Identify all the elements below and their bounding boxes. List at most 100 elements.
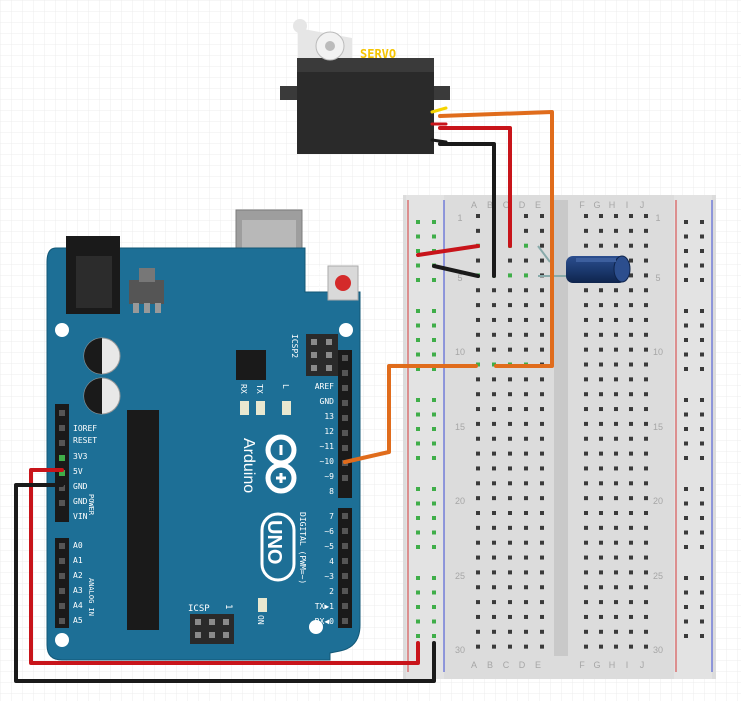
- breadboard-hole: [644, 525, 648, 530]
- breadboard-hole: [432, 590, 436, 595]
- row-number: 5: [655, 273, 660, 283]
- pin-label-0: RX◀0: [315, 617, 334, 626]
- breadboard-hole: [416, 516, 420, 520]
- breadboard-hole: [508, 540, 512, 545]
- header-pin: [59, 558, 65, 564]
- breadboard-hole: [540, 347, 544, 352]
- breadboard-hole: [492, 629, 496, 634]
- col-letter: C: [503, 200, 510, 210]
- row-number: 1: [457, 213, 462, 223]
- breadboard-hole: [540, 436, 544, 441]
- breadboard-holes: [416, 214, 704, 649]
- breadboard-hole: [476, 585, 480, 590]
- power-jack-inner: [76, 256, 112, 308]
- breadboard-hole: [584, 288, 588, 293]
- breadboard-hole: [644, 214, 648, 218]
- breadboard-hole: [614, 214, 618, 218]
- col-letter: D: [519, 660, 526, 670]
- breadboard-hole: [644, 466, 648, 471]
- breadboard-hole: [584, 644, 588, 649]
- breadboard-hole: [644, 481, 648, 486]
- breadboard-hole: [416, 427, 420, 431]
- wire-servo-ground: [438, 142, 496, 278]
- breadboard-hole: [599, 288, 603, 293]
- header-pin: [59, 410, 65, 416]
- breadboard-hole: [540, 303, 544, 308]
- breadboard-hole: [492, 540, 496, 545]
- breadboard-hole: [584, 496, 588, 501]
- breadboard-hole: [524, 511, 528, 515]
- col-letter: B: [487, 200, 493, 210]
- breadboard-hole: [524, 303, 528, 308]
- breadboard-hole: [629, 629, 633, 634]
- breadboard-hole: [540, 421, 544, 426]
- power-pin-labels: IOREF RESET 3V3 5V GND GND VIN: [73, 424, 97, 521]
- breadboard-hole: [508, 421, 512, 426]
- breadboard-hole: [629, 332, 633, 337]
- breadboard-hole: [684, 501, 688, 506]
- breadboard-hole: [508, 629, 512, 634]
- breadboard-hole: [524, 377, 528, 382]
- breadboard-hole: [700, 278, 704, 282]
- header-pin: [342, 355, 348, 361]
- breadboard-hole: [684, 398, 688, 402]
- breadboard-hole: [524, 629, 528, 634]
- breadboard-hole: [614, 644, 618, 649]
- breadboard-hole: [432, 576, 436, 580]
- header-pin: [342, 618, 348, 624]
- pin-label-aref: AREF: [315, 382, 334, 391]
- breadboard-hole: [684, 234, 688, 239]
- electrolytic-capacitor: [537, 245, 631, 283]
- center-channel: [554, 200, 568, 656]
- breadboard-hole: [684, 530, 688, 535]
- breadboard-hole: [416, 263, 420, 268]
- breadboard-hole: [416, 249, 420, 253]
- breadboard-hole: [508, 303, 512, 308]
- row-number: 10: [455, 347, 465, 357]
- breadboard-hole: [700, 456, 704, 460]
- breadboard-hole: [476, 511, 480, 515]
- pin-label-9: ~9: [324, 472, 334, 481]
- breadboard-hole: [492, 332, 496, 337]
- breadboard-hole: [629, 377, 633, 382]
- breadboard-hole: [432, 412, 436, 417]
- breadboard-hole: [644, 258, 648, 263]
- breadboard-hole: [644, 629, 648, 634]
- tx-led: [256, 401, 265, 415]
- breadboard-hole: [644, 288, 648, 293]
- breadboard-hole: [700, 234, 704, 239]
- breadboard-hole: [492, 466, 496, 471]
- breadboard-hole: [524, 317, 528, 322]
- header-pin: [59, 425, 65, 431]
- wire-rail-ground-jumper: [432, 264, 480, 278]
- breadboard-hole: [492, 392, 496, 397]
- breadboard-hole: [584, 362, 588, 367]
- breadboard-hole: [416, 309, 420, 313]
- breadboard-hole: [684, 427, 688, 431]
- row-number: 30: [455, 645, 465, 655]
- breadboard-hole: [476, 377, 480, 382]
- breadboard-hole: [476, 481, 480, 486]
- mounting-hole: [339, 323, 353, 337]
- breadboard-hole: [432, 530, 436, 535]
- icsp-header: [190, 614, 234, 644]
- breadboard-hole: [614, 511, 618, 515]
- breadboard-hole: [629, 347, 633, 352]
- breadboard-hole: [629, 540, 633, 545]
- breadboard-hole: [540, 511, 544, 515]
- breadboard-hole: [684, 309, 688, 313]
- col-letter: F: [579, 200, 585, 210]
- reset-button-cap[interactable]: [335, 275, 351, 291]
- col-letter: B: [487, 660, 493, 670]
- pin-label-5: ~5: [324, 542, 334, 551]
- breadboard-hole: [684, 323, 688, 328]
- breadboard-hole: [629, 407, 633, 412]
- breadboard-hole: [416, 590, 420, 595]
- pin-label-11: ~11: [320, 442, 335, 451]
- capacitor-stripe: [576, 258, 616, 262]
- pin-label-8: 8: [329, 487, 334, 496]
- pin-label-a0: A0: [73, 541, 83, 550]
- breadboard-hole: [524, 407, 528, 412]
- breadboard-hole: [432, 278, 436, 282]
- breadboard-hole: [508, 451, 512, 456]
